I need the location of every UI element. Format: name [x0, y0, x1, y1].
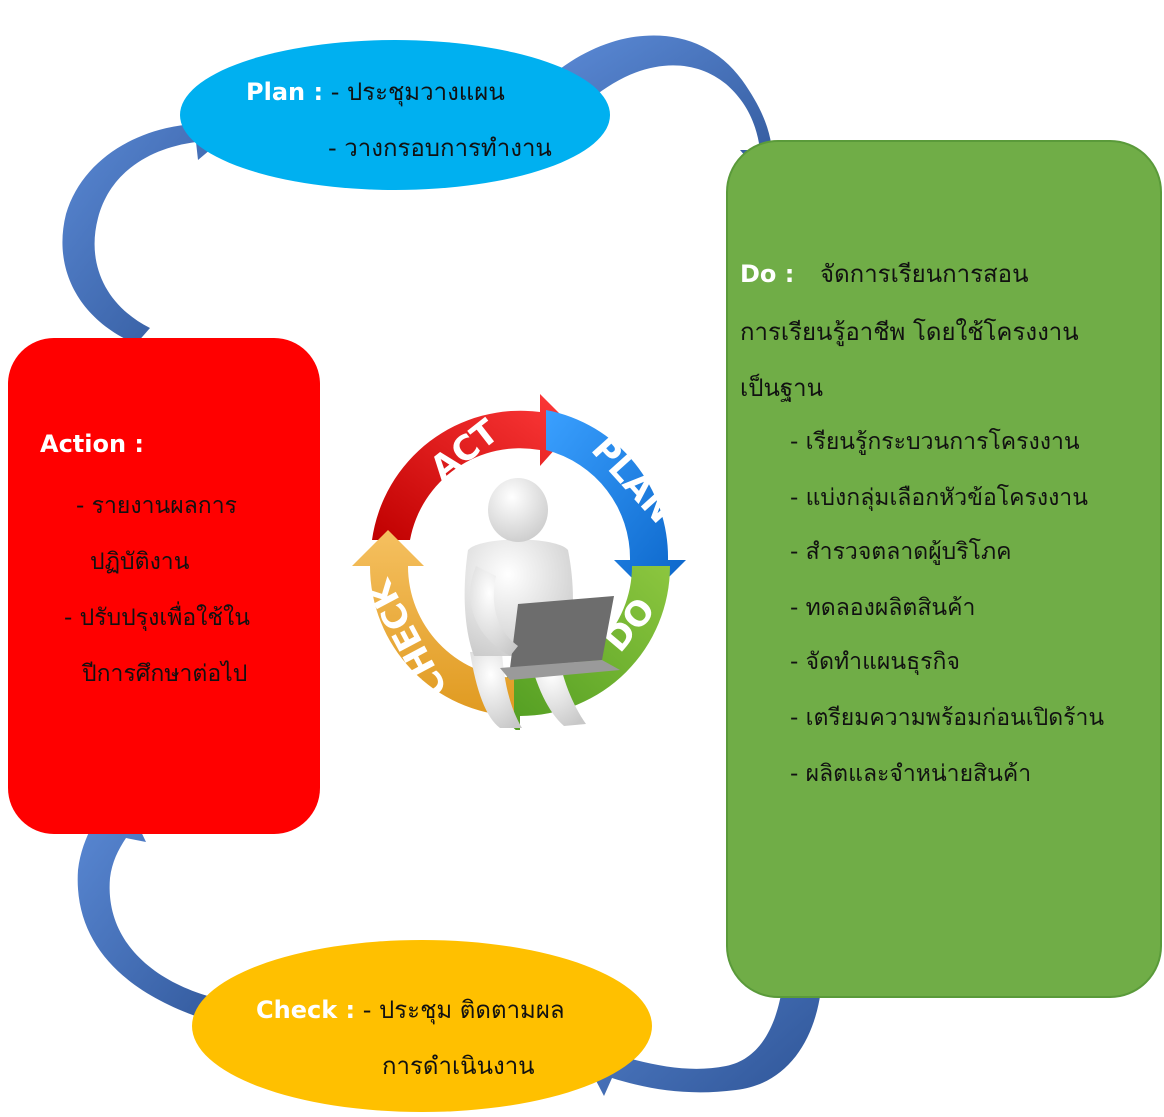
action-step-2-cont: ปีการศึกษาต่อไป: [82, 661, 248, 687]
do-intro-2: การเรียนรู้อาชีพ โดยใช้โครงงาน: [740, 318, 1079, 346]
do-item-4: - ทดลองผลิตสินค้า: [790, 595, 976, 621]
plan-ellipse: Plan : - ประชุมวางแผน - วางกรอบการทำงาน: [180, 40, 610, 190]
cycle-do-segment: [484, 566, 670, 730]
plan-label: Plan :: [246, 78, 324, 106]
do-item-6: - เตรียมความพร้อมก่อนเปิดร้าน: [790, 705, 1105, 731]
arrow-plan-to-do: [556, 35, 796, 186]
do-item-5: - จัดทำแผนธุรกิจ: [790, 649, 960, 675]
plan-step-1: - ประชุมวางแผน: [330, 78, 505, 106]
action-step-1: - รายงานผลการ: [76, 493, 237, 519]
check-step-1: - ประชุม ติดตามผล: [362, 996, 565, 1024]
do-intro-3: เป็นฐาน: [740, 374, 823, 402]
action-step-2: - ปรับปรุงเพื่อใช้ใน: [64, 605, 250, 631]
pdca-cycle-graphic: ACT PLAN DO CHECK: [352, 394, 686, 730]
action-label: Action :: [40, 430, 145, 458]
action-box: Action : - รายงานผลการ ปฏิบัติงาน - ปรับ…: [8, 338, 320, 834]
arrow-action-to-plan: [62, 106, 236, 344]
check-label: Check :: [256, 996, 356, 1024]
plan-step-2: - วางกรอบการทำงาน: [328, 134, 552, 162]
do-intro-1: จัดการเรียนการสอน: [820, 260, 1029, 288]
action-step-1-cont: ปฏิบัติงาน: [90, 549, 190, 575]
do-label: Do :: [740, 260, 795, 288]
do-item-3: - สำรวจตลาดผู้บริโภค: [790, 539, 1012, 565]
cycle-plan-segment: [546, 410, 686, 596]
check-ellipse: Check : - ประชุม ติดตามผล การดำเนินงาน: [192, 940, 652, 1112]
arrow-do-to-check: [580, 884, 823, 1096]
do-item-2: - แบ่งกลุ่มเลือกหัวข้อโครงงาน: [790, 485, 1088, 511]
arrow-check-to-action: [76, 796, 246, 1030]
do-box: Do : จัดการเรียนการสอน การเรียนรู้อาชีพ …: [726, 140, 1162, 998]
check-step-2: การดำเนินงาน: [382, 1052, 535, 1080]
do-item-1: - เรียนรู้กระบวนการโครงงาน: [790, 429, 1080, 455]
person-with-laptop-illustration: [464, 478, 620, 728]
do-item-7: - ผลิตและจำหน่ายสินค้า: [790, 761, 1032, 787]
cycle-act-segment: [372, 394, 574, 540]
